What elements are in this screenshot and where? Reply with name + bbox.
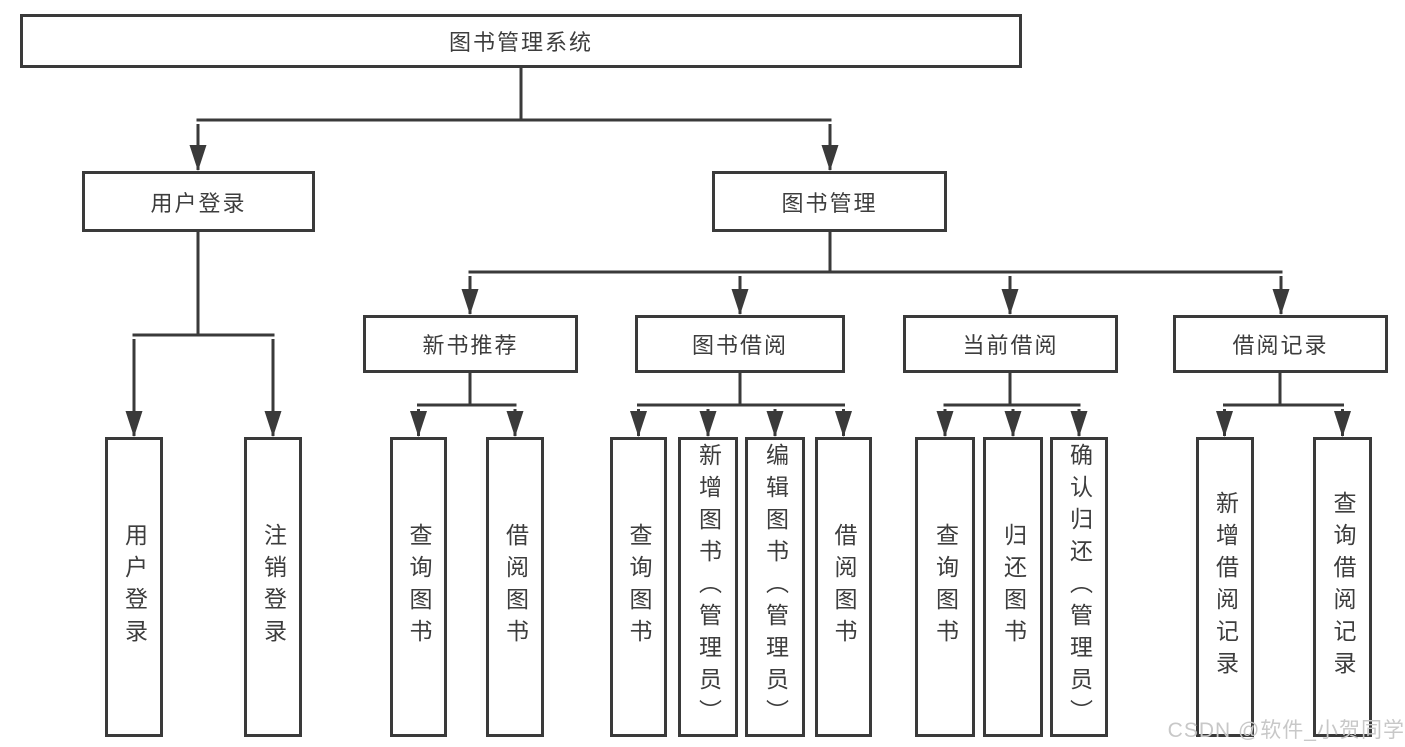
node-user-login: 用户登录 [82,171,315,232]
leaf-add-borrow-record: 新增借阅记录 [1196,437,1254,737]
node-label: 借阅记录 [1232,333,1329,358]
node-label: 当前借阅 [962,333,1059,358]
node-label: 图书管理 [781,190,878,216]
node-label: 新增借阅记录 [1212,491,1239,683]
node-new-book-recommendation: 新书推荐 [363,315,578,373]
node-label: 图书管理系统 [448,30,593,55]
leaf-add-books-admin: 新增图书（管理员） [678,437,738,737]
node-label: 确认归还（管理员） [1066,443,1093,731]
node-label: 用户登录 [150,190,247,216]
node-label: 新增图书（管理员） [695,443,722,731]
leaf-borrow-books: 借阅图书 [815,437,872,737]
leaf-borrow-books-recommendation: 借阅图书 [486,437,544,737]
node-label: 新书推荐 [422,333,519,358]
node-label: 注销登录 [260,523,287,651]
node-book-borrowing: 图书借阅 [635,315,845,373]
node-label: 查询借阅记录 [1330,491,1356,683]
leaf-edit-books-admin: 编辑图书（管理员） [745,437,805,737]
node-label: 借阅图书 [502,523,529,651]
leaf-query-books-recommendation: 查询图书 [390,437,447,737]
leaf-logout: 注销登录 [244,437,302,737]
node-library-management-system: 图书管理系统 [20,14,1022,68]
leaf-confirm-return-admin: 确认归还（管理员） [1050,437,1108,737]
leaf-query-books-borrowing: 查询图书 [610,437,667,737]
csdn-watermark: CSDN @软件_小贺同学 [1167,719,1405,742]
node-label: 图书借阅 [691,333,788,358]
leaf-query-books-current: 查询图书 [915,437,975,737]
node-book-management: 图书管理 [712,171,947,232]
node-label: 归还图书 [1000,523,1027,651]
node-label: 借阅图书 [831,523,857,651]
node-label: 查询图书 [626,523,652,651]
node-label: 查询图书 [932,523,959,651]
node-label: 用户登录 [121,523,148,651]
node-borrowing-records: 借阅记录 [1173,315,1388,373]
leaf-user-login: 用户登录 [105,437,163,737]
node-current-borrowing: 当前借阅 [903,315,1118,373]
node-label: 查询图书 [406,523,432,651]
node-label: 编辑图书（管理员） [762,443,789,731]
leaf-return-books: 归还图书 [983,437,1043,737]
leaf-query-borrow-record: 查询借阅记录 [1313,437,1372,737]
